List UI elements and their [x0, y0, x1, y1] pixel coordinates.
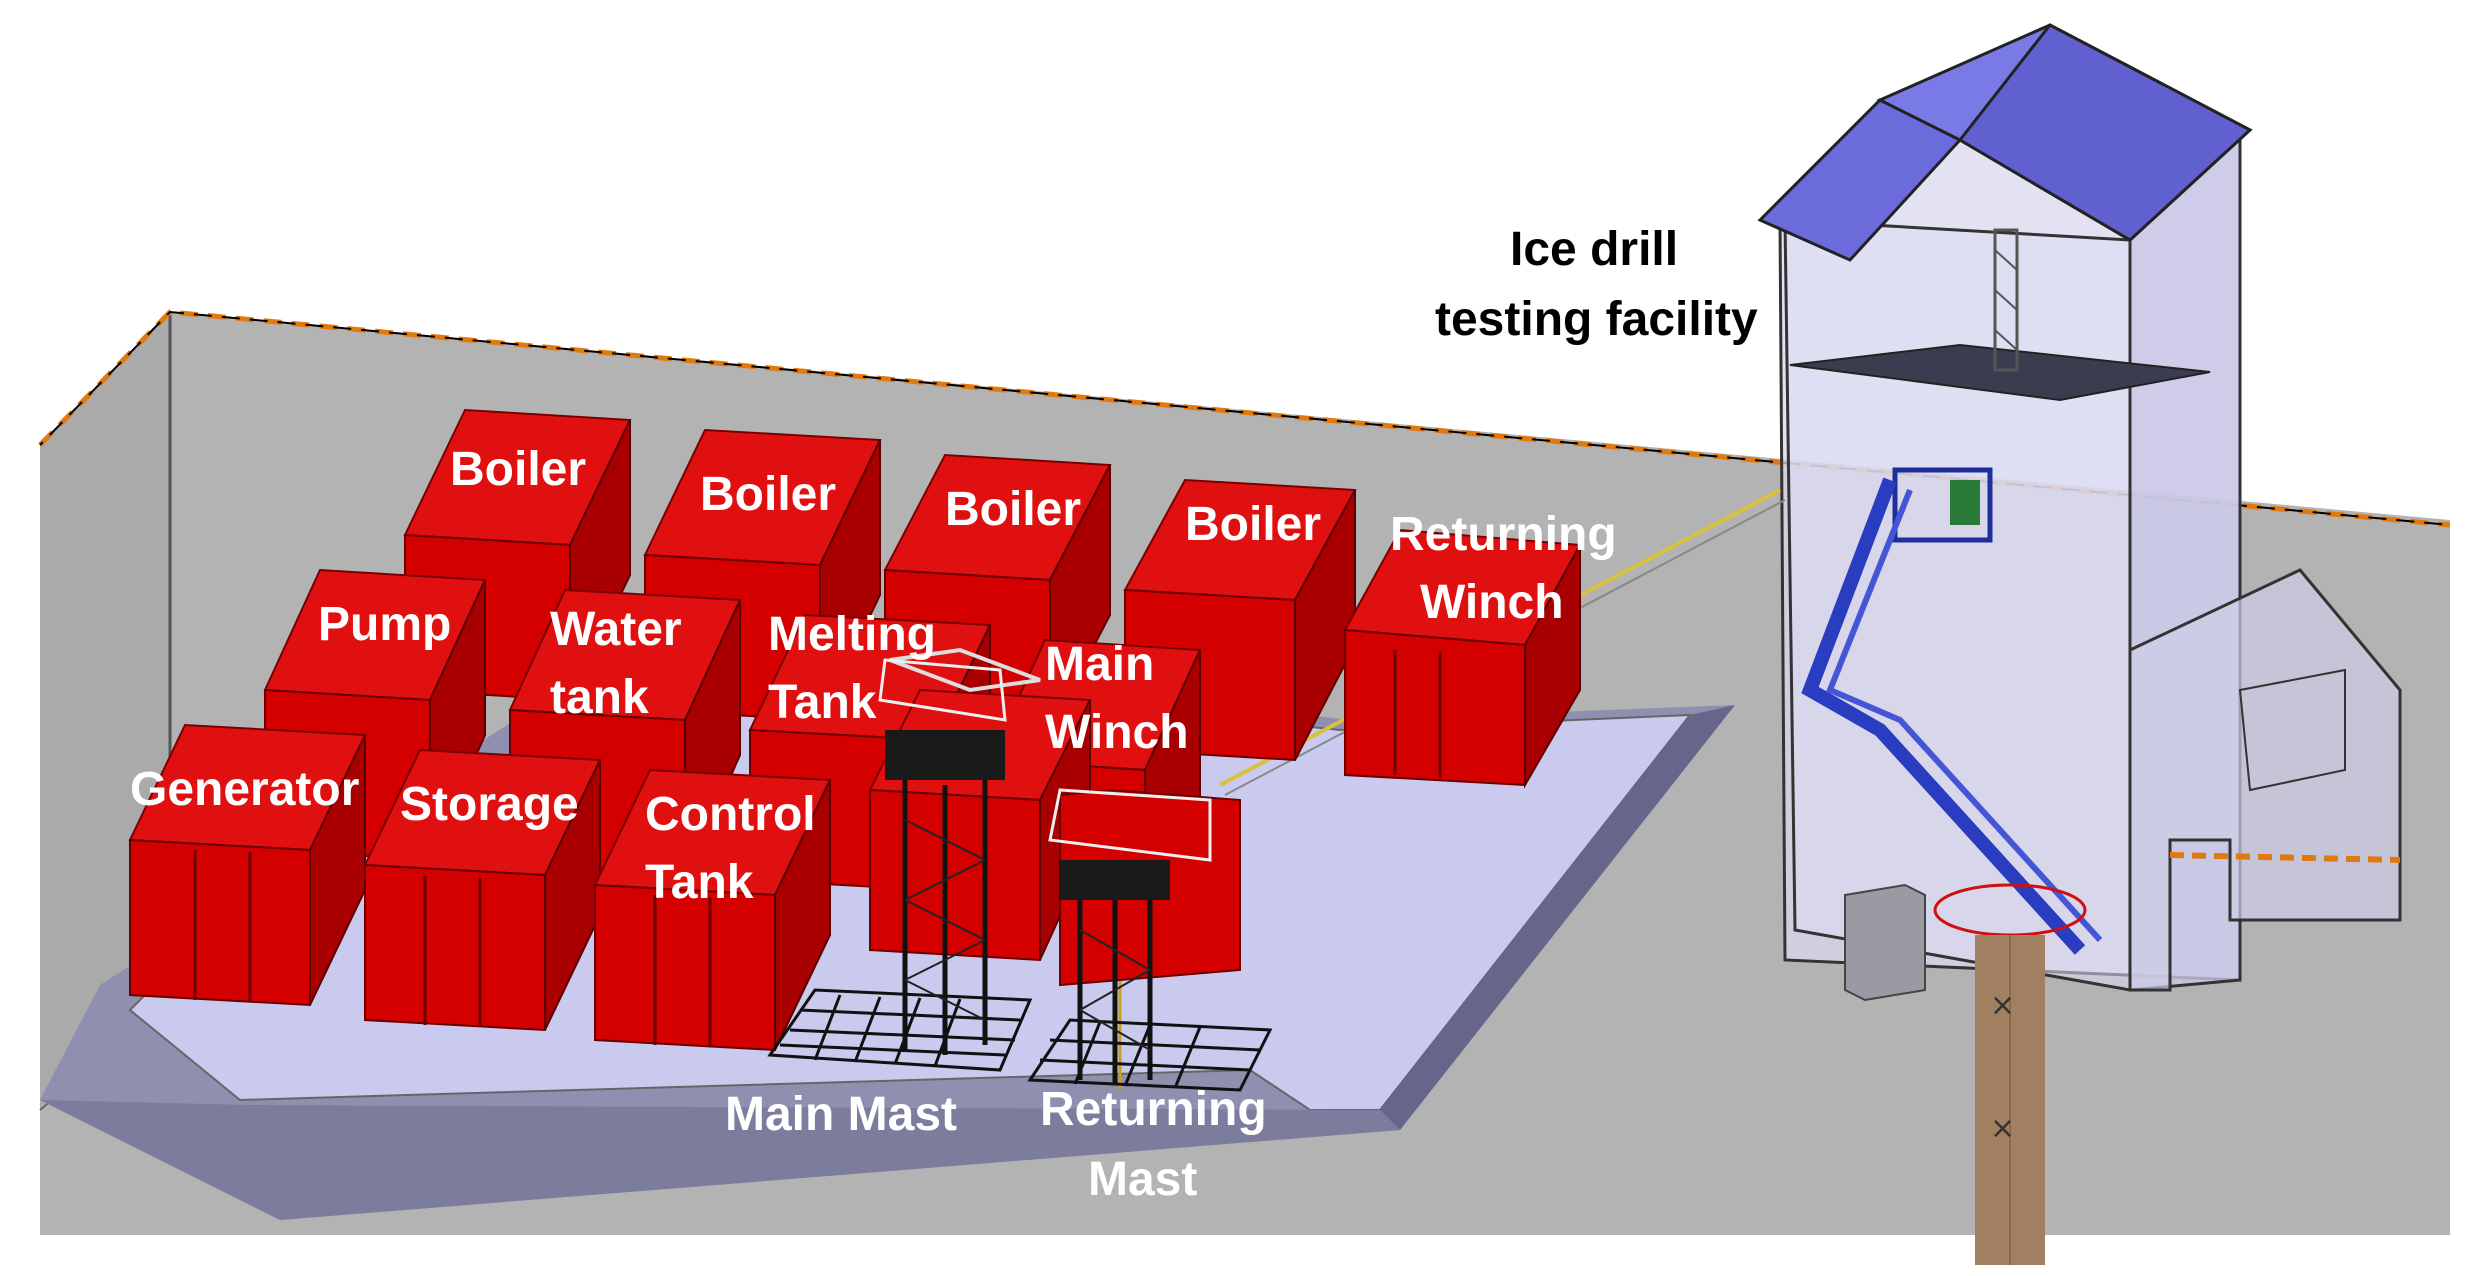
tower-roof: [1757, 23, 2253, 262]
label-main-mast: Main Mast: [725, 1088, 957, 1141]
borehole-casing: × ×: [1975, 935, 2045, 1265]
label-returning-mast-line2: Mast: [1088, 1153, 1197, 1206]
returning-mast: [1048, 788, 1212, 1085]
box-returning-winch: [1343, 528, 1582, 789]
label-water-tank-line2: tank: [550, 671, 649, 724]
svg-text:×: ×: [1990, 1111, 2015, 1146]
diagram-labels: Boiler Boiler Boiler Boiler Returning Wi…: [130, 223, 1758, 1206]
label-generator: Generator: [130, 763, 359, 816]
label-melting-tank-line1: Melting: [768, 608, 936, 661]
label-melting-tank-line2: Tank: [768, 676, 877, 729]
label-control-tank-line1: Control: [645, 788, 816, 841]
label-returning-winch-line1: Returning: [1390, 508, 1617, 561]
label-boiler-3: Boiler: [945, 483, 1081, 536]
label-control-tank-line2: Tank: [645, 856, 754, 909]
label-returning-winch-line2: Winch: [1420, 576, 1564, 629]
mast-base-grids: [767, 988, 1273, 1092]
site-boundary: [38, 309, 2451, 528]
annex-boundary: [2169, 852, 2401, 863]
label-main-winch-line2: Winch: [1045, 706, 1189, 759]
box-generator: [128, 723, 367, 1007]
main-mast: [878, 647, 1041, 1055]
svg-text:×: ×: [1990, 988, 2015, 1023]
label-water-tank-line1: Water: [550, 603, 682, 656]
label-facility-line2: testing facility: [1435, 293, 1758, 346]
label-main-winch-line1: Main: [1045, 638, 1154, 691]
label-facility-line1: Ice drill: [1510, 223, 1678, 276]
label-boiler-1: Boiler: [450, 443, 586, 496]
label-storage: Storage: [400, 778, 579, 831]
label-boiler-4: Boiler: [1185, 498, 1321, 551]
label-boiler-2: Boiler: [700, 468, 836, 521]
testing-tower: [1778, 98, 2402, 992]
cabinet: [1844, 883, 1926, 1002]
box-storage: [363, 748, 602, 1032]
label-returning-mast-line1: Returning: [1040, 1083, 1267, 1136]
label-pump: Pump: [318, 598, 451, 651]
